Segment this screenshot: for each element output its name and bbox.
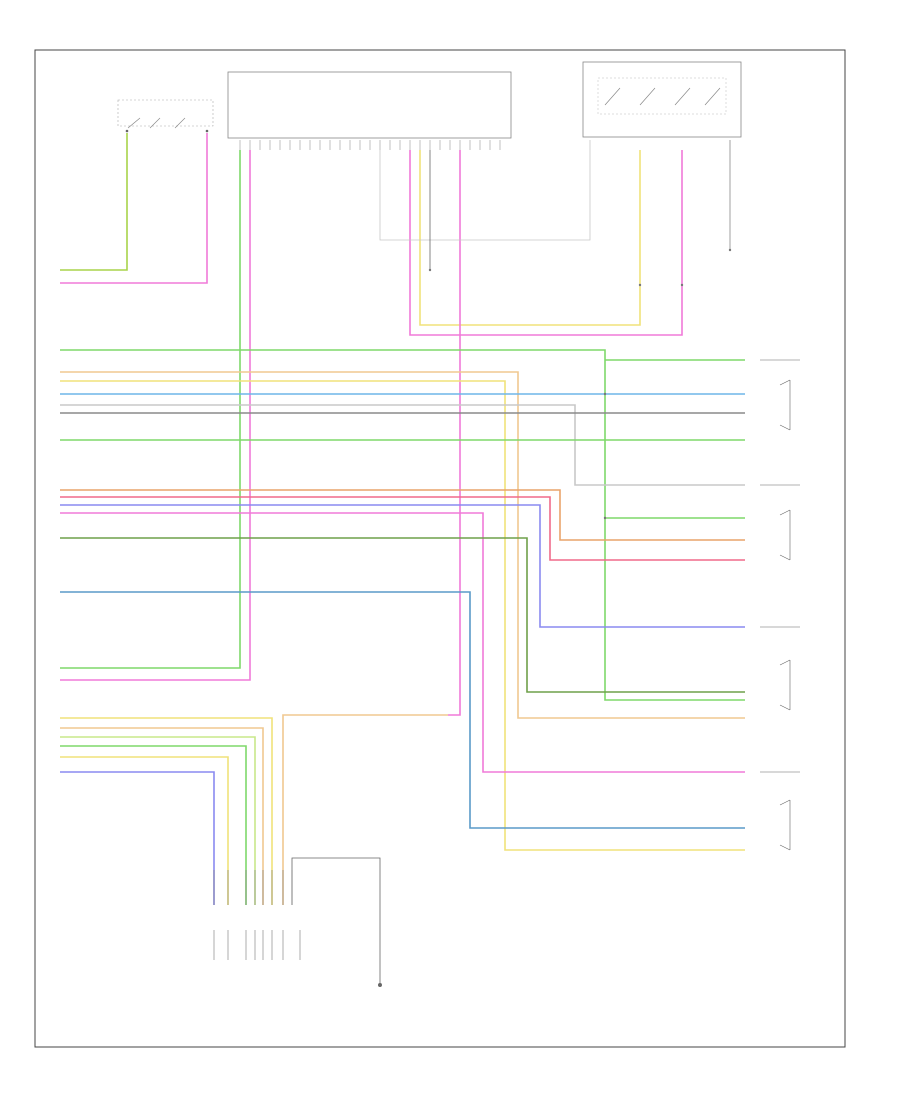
wire-bottom-2	[60, 727, 264, 905]
left-top-switch	[117, 99, 214, 133]
wire-center-380	[379, 140, 591, 241]
wire-bus-11	[60, 512, 745, 773]
wire-left-switch-a	[60, 133, 128, 271]
wire-bus-3	[60, 380, 745, 851]
wire-bottom-5	[60, 756, 229, 905]
wire-bus-9	[60, 496, 745, 561]
wire-bus-5	[60, 404, 745, 486]
motor-d	[779, 799, 791, 851]
wire-bus-1	[60, 349, 745, 701]
center-module	[227, 71, 512, 150]
inline-connectors	[428, 248, 732, 520]
motor-a	[779, 379, 791, 431]
wire-center-410	[409, 150, 683, 336]
wire-bus-2	[60, 371, 745, 719]
wire-bus-8	[60, 489, 745, 541]
wire-center-460	[448, 150, 461, 716]
wire-bottom-4	[60, 745, 247, 905]
motor-c	[779, 659, 791, 711]
wires	[60, 133, 745, 985]
wire-bottom-8	[291, 857, 381, 985]
bottom-connector	[213, 870, 382, 987]
wire-left-switch-b	[60, 133, 208, 284]
right-motors	[760, 359, 800, 851]
wire-bottom-3	[60, 736, 256, 905]
wire-center-250	[60, 150, 251, 681]
diagram-frame	[34, 49, 846, 1048]
wire-bus-13	[60, 591, 745, 829]
motor-b	[779, 509, 791, 561]
wire-bus-10	[60, 504, 745, 628]
wire-center-240	[60, 150, 241, 669]
wire-bottom-6	[60, 771, 215, 905]
wire-center-420	[419, 150, 641, 326]
right-top-module	[582, 61, 742, 138]
wire-bottom-1	[60, 717, 273, 905]
wire-bottom-7	[282, 714, 448, 905]
wire-bus-12	[60, 537, 745, 693]
